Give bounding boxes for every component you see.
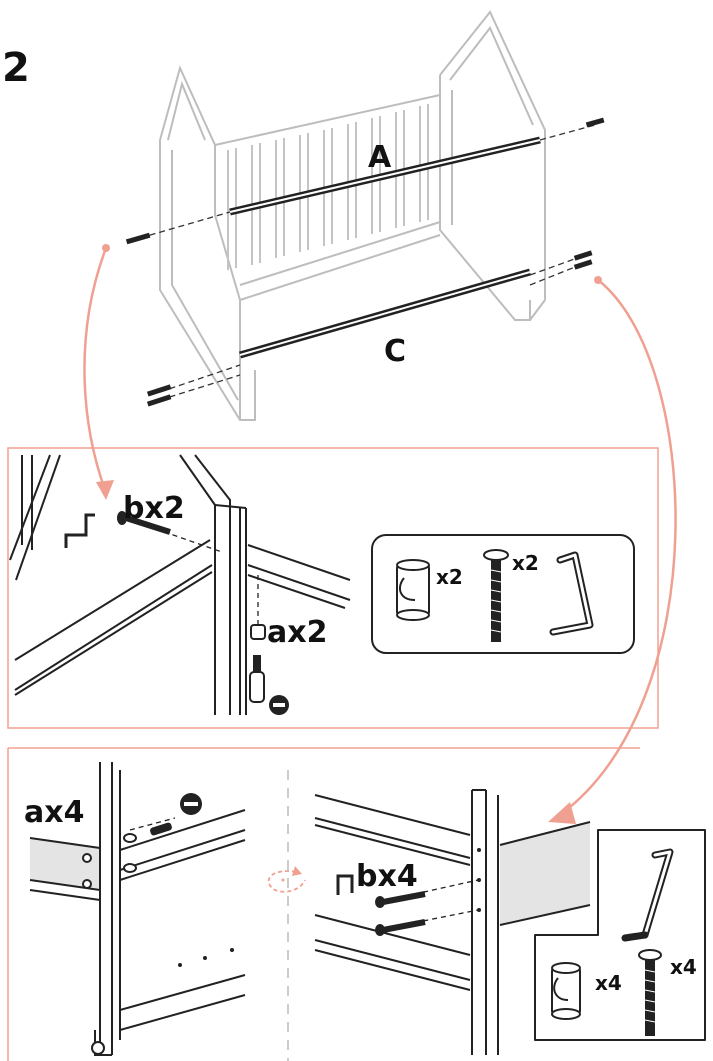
detail-panel-top: [7, 447, 659, 729]
detail-bottom-left-frame: [29, 762, 246, 1056]
step-number: 2: [2, 45, 30, 91]
kit-nut-qty-bottom: x4: [595, 971, 622, 995]
bolt-guides-top: [139, 124, 596, 401]
rail-c: [239, 268, 531, 359]
kit-bolt-qty-bottom: x4: [670, 955, 697, 979]
detail-top-frame: [9, 454, 351, 715]
bolt-b-detail-top: [117, 511, 171, 535]
hardware-kit-top: [371, 534, 635, 654]
bolt-count-label-bottom: bx4: [356, 859, 418, 894]
callout-arrows: [83, 247, 677, 817]
bolt-b-detail-bottom: [375, 891, 426, 936]
detail-bottom-right-frame: [314, 789, 591, 1055]
minus-screwdriver-icon: [249, 655, 289, 715]
callout-dot-left: [102, 244, 110, 252]
rotate-icon: [267, 866, 306, 893]
callout-arrowhead-left: [96, 480, 114, 500]
nut-count-label-top: ax2: [267, 615, 328, 650]
barrel-nut-icon: [551, 962, 581, 1020]
part-label-a: A: [368, 140, 392, 175]
bolt-count-label-top: bx2: [123, 491, 185, 526]
part-label-c: C: [384, 334, 407, 369]
hex-key-icon: [336, 874, 354, 895]
nut-count-label-bottom: ax4: [24, 795, 85, 830]
rail-a: [229, 136, 541, 216]
bolt-icon: [638, 949, 662, 1036]
kit-bolt-qty-top: x2: [512, 551, 539, 575]
callout-dot-right: [594, 276, 602, 284]
barrel-nut-icon: [396, 559, 430, 621]
hex-key-icon: [64, 513, 95, 548]
hardware-kit-bottom: [534, 829, 706, 1041]
barrel-nut-a-detail-top: [250, 624, 266, 640]
bolts-overview: [125, 117, 605, 407]
bolt-icon: [483, 549, 509, 642]
callout-arrowhead-right: [548, 802, 576, 824]
kit-nut-qty-top: x2: [436, 565, 463, 589]
